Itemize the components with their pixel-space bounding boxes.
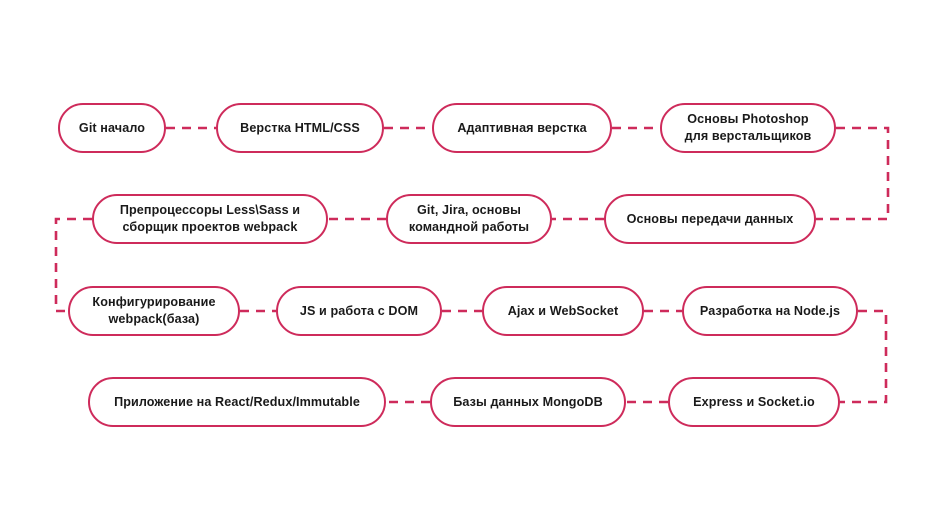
node-label: Git начало xyxy=(78,120,146,135)
node-label: Верстка HTML/CSS xyxy=(240,120,360,135)
node-n10[interactable]: Ajax и WebSocket xyxy=(482,286,644,336)
node-n11[interactable]: Разработка на Node.js xyxy=(682,286,858,336)
node-label: Основы передачи данных xyxy=(626,211,794,226)
node-n3[interactable]: Адаптивная верстка xyxy=(432,103,612,153)
node-n1[interactable]: Git начало xyxy=(58,103,166,153)
node-label: Разработка на Node.js xyxy=(699,303,841,318)
node-label: Препроцессоры Less\Sass и сборщик проект… xyxy=(119,203,301,234)
node-label: Ajax и WebSocket xyxy=(507,303,619,318)
node-label: Адаптивная верстка xyxy=(457,120,587,135)
node-n4[interactable]: Основы Photoshop для верстальщиков xyxy=(660,103,836,153)
node-label: Express и Socket.io xyxy=(693,394,815,409)
node-label: Приложение на React/Redux/Immutable xyxy=(114,394,360,409)
node-label: Основы Photoshop для верстальщиков xyxy=(684,112,812,143)
node-label: Базы данных MongoDB xyxy=(453,394,603,409)
node-n13[interactable]: Базы данных MongoDB xyxy=(430,377,626,427)
node-n14[interactable]: Express и Socket.io xyxy=(668,377,840,427)
node-label: Git, Jira, основы командной работы xyxy=(408,203,530,234)
node-n6[interactable]: Git, Jira, основы командной работы xyxy=(386,194,552,244)
node-n5[interactable]: Препроцессоры Less\Sass и сборщик проект… xyxy=(92,194,328,244)
node-n9[interactable]: JS и работа с DOM xyxy=(276,286,442,336)
node-n12[interactable]: Приложение на React/Redux/Immutable xyxy=(88,377,386,427)
node-label: Конфигурирование webpack(база) xyxy=(92,295,216,326)
node-n7[interactable]: Основы передачи данных xyxy=(604,194,816,244)
node-n2[interactable]: Верстка HTML/CSS xyxy=(216,103,384,153)
node-n8[interactable]: Конфигурирование webpack(база) xyxy=(68,286,240,336)
node-label: JS и работа с DOM xyxy=(299,303,419,318)
